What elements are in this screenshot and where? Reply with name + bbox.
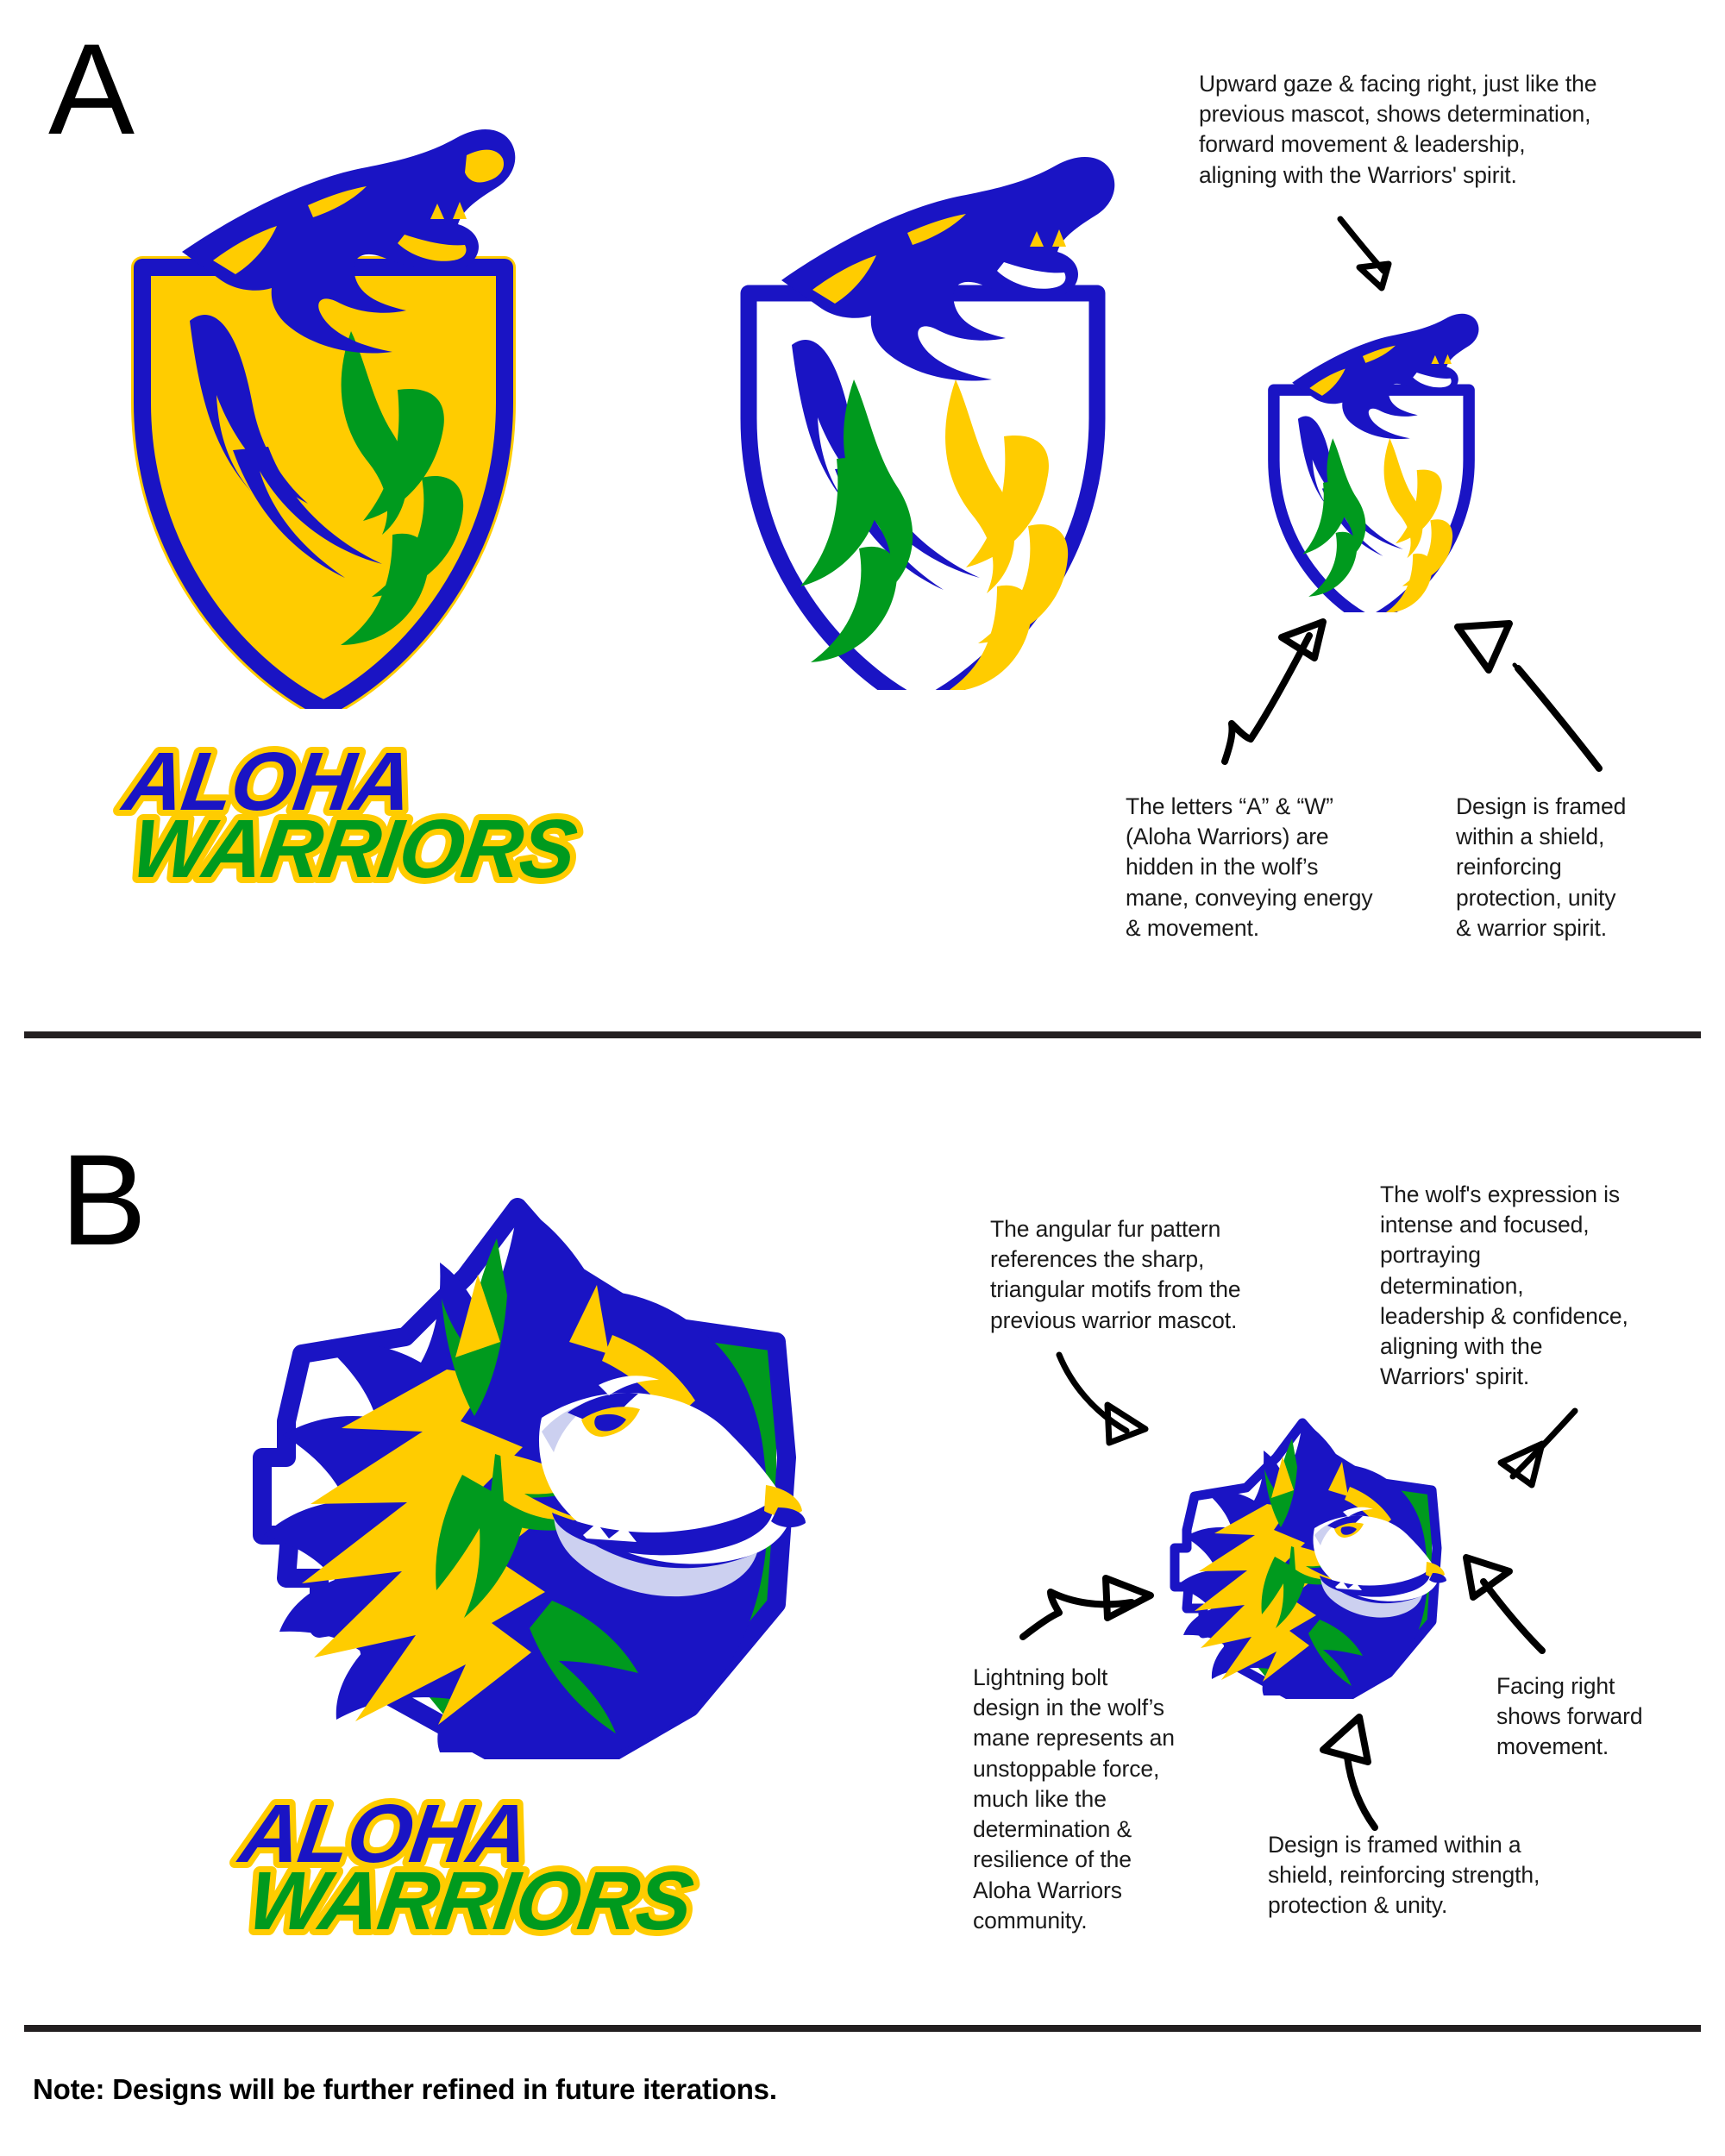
arrow-to-mane-icon — [1218, 617, 1352, 768]
annotated-thumbnail-logo-a[interactable] — [1251, 293, 1492, 612]
arrow-to-shield-b-icon — [1313, 1712, 1390, 1833]
annotation-shield-frame: Design is framed within a shield, reinfo… — [1456, 793, 1627, 941]
wordmark-aloha-fill: ALOHA — [116, 737, 417, 828]
primary-wolf-head-logo[interactable] — [207, 1173, 828, 1759]
section-divider-top — [24, 1031, 1701, 1038]
primary-full-color-logo[interactable] — [108, 105, 539, 709]
wordmark-warriors-outline: WARRIORS — [126, 803, 582, 894]
wordmark-warriors-fill-b: WARRIORS — [242, 1855, 699, 1946]
wordmark-aloha-warriors-a: .wmTop{font-family:"Liberation Sans",san… — [86, 737, 673, 897]
arrow-to-expression-icon — [1485, 1406, 1580, 1501]
wordmark-warriors-outline-b: WARRIORS — [242, 1855, 699, 1946]
wordmark-aloha-outline: ALOHA — [116, 737, 417, 828]
section-divider-bottom — [24, 2025, 1701, 2032]
annotation-expression: The wolf's expression is intense and foc… — [1380, 1181, 1628, 1390]
arrow-to-head-icon — [1335, 214, 1430, 291]
section-letter-a: A — [48, 16, 135, 161]
outline-white-logo[interactable] — [707, 121, 1138, 690]
wordmark-aloha-fill-b: ALOHA — [233, 1789, 533, 1880]
annotation-angular-fur: The angular fur pattern references the s… — [990, 1216, 1241, 1333]
arrow-to-shield-icon — [1449, 617, 1604, 772]
arrow-to-fur-icon — [1054, 1350, 1166, 1449]
annotation-facing-right: Facing right shows forward movement. — [1496, 1673, 1643, 1760]
annotated-thumbnail-logo-b[interactable] — [1147, 1406, 1458, 1699]
section-letter-b: B — [60, 1127, 147, 1272]
wordmark-warriors-fill: WARRIORS — [126, 803, 582, 894]
annotation-letters-hidden: The letters “A” & “W” (Aloha Warriors) a… — [1126, 793, 1373, 941]
annotation-gaze: Upward gaze & facing right, just like th… — [1199, 71, 1597, 188]
arrow-to-bolt-icon — [1018, 1570, 1164, 1647]
wordmark-aloha-outline-b: ALOHA — [233, 1789, 533, 1880]
arrow-to-facing-right-icon — [1458, 1552, 1552, 1656]
annotation-lightning-bolt: Lightning bolt design in the wolf’s mane… — [973, 1664, 1175, 1934]
annotation-shield-frame-b: Design is framed within a shield, reinfo… — [1268, 1832, 1540, 1919]
wordmark-aloha-warriors-b: ALOHA ALOHA WARRIORS WARRIORS — [203, 1789, 789, 1949]
footer-note: Note: Designs will be further refined in… — [33, 2073, 777, 2105]
